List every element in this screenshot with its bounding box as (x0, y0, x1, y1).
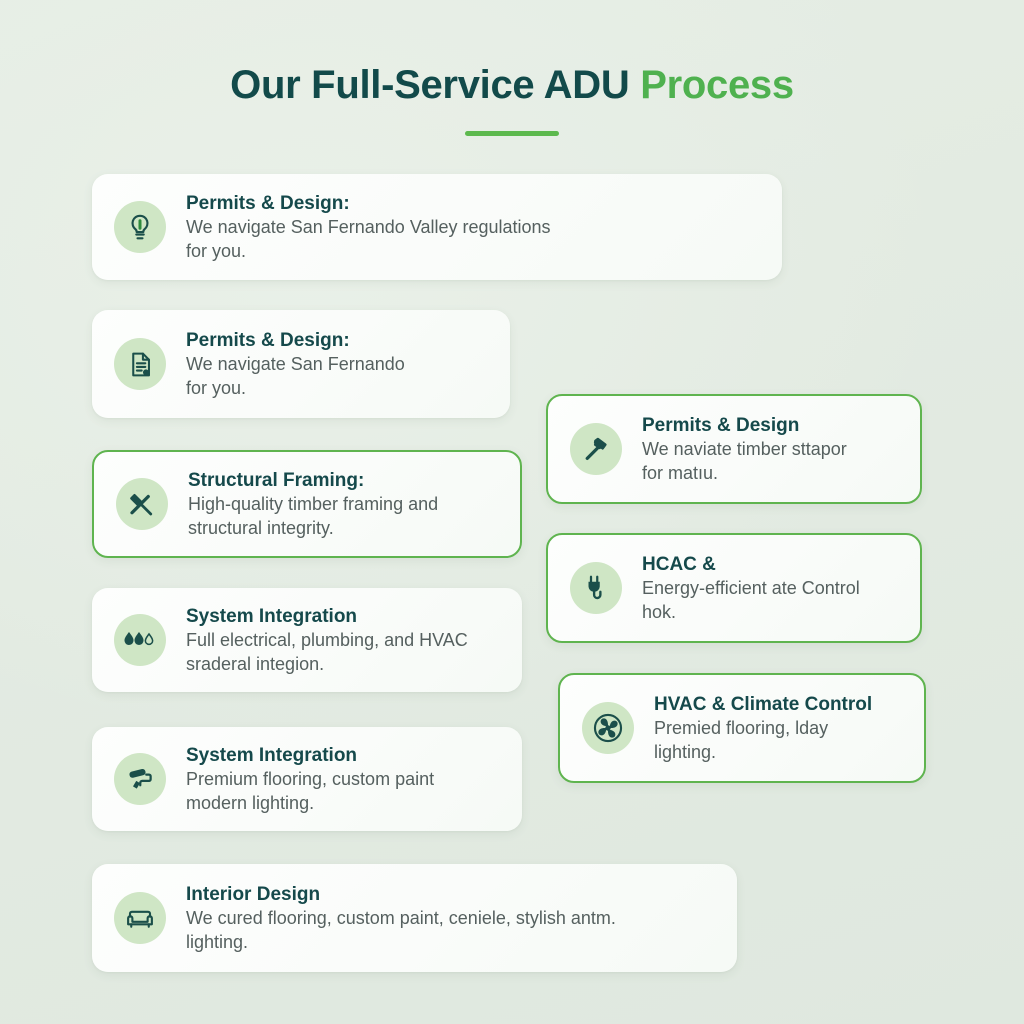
card-title: System Integration (186, 605, 358, 627)
hammer-icon (570, 423, 622, 475)
card-description: Premium flooring, custom paint modern li… (186, 768, 435, 813)
sofa-icon (114, 892, 166, 944)
card-text: Permits & Design We naviate timber sttap… (642, 413, 902, 486)
card-interior-design[interactable]: Interior Design We cured flooring, custo… (92, 864, 737, 972)
card-text: System Integration Full electrical, plum… (186, 604, 504, 677)
document-icon (114, 338, 166, 390)
card-hvac-climate-control[interactable]: HVAC & Climate Control Premied flooring,… (558, 673, 926, 783)
card-description: We naviate timber sttapor for matıu. (642, 438, 847, 483)
card-description: Energy-efficient ate Control hok. (642, 577, 860, 622)
card-system-integration-paint[interactable]: System Integration Premium flooring, cus… (92, 727, 522, 831)
fan-icon (582, 702, 634, 754)
card-permits-design-lightbulb[interactable]: Permits & Design: We navigate San Fernan… (92, 174, 782, 280)
page-header: Our Full-Service ADU Process (0, 62, 1024, 136)
power-plug-icon (570, 562, 622, 614)
card-description: Premied flooring, lday lighting. (654, 717, 829, 762)
card-text: Permits & Design: We navigate San Fernan… (186, 328, 492, 401)
page-title-main: Our Full-Service ADU (230, 63, 641, 107)
card-text: HVAC & Climate Control Premied flooring,… (654, 692, 906, 765)
card-description: We cured flooring, custom paint, ceniele… (186, 907, 616, 952)
paint-roller-icon (114, 753, 166, 805)
card-text: System Integration Premium flooring, cus… (186, 743, 504, 816)
card-permits-design-document[interactable]: Permits & Design: We navigate San Fernan… (92, 310, 510, 418)
card-hcac[interactable]: HCAC & Energy-efficient ate Control hok. (546, 533, 922, 643)
card-title: Permits & Design: (186, 329, 350, 351)
card-title: Permits & Design: (186, 192, 350, 214)
page-title-accent: Process (640, 63, 794, 107)
card-description: We navigate San Fernando for you. (186, 353, 405, 398)
water-drops-icon (114, 614, 166, 666)
card-title: Permits & Design (642, 414, 800, 436)
card-title: Interior Design (186, 883, 321, 905)
card-text: Structural Framing: High-quality timber … (188, 468, 502, 541)
card-title: Structural Framing: (188, 469, 365, 491)
card-description: High-quality timber framing and structur… (188, 493, 439, 538)
card-title: System Integration (186, 744, 358, 766)
card-description: Full electrical, plumbing, and HVAC srad… (186, 629, 468, 674)
title-underline-rule (465, 131, 559, 136)
card-text: Interior Design We cured flooring, custo… (186, 882, 719, 955)
hammer-wrench-icon (116, 478, 168, 530)
page-title: Our Full-Service ADU Process (0, 62, 1024, 108)
card-structural-framing[interactable]: Structural Framing: High-quality timber … (92, 450, 522, 558)
card-title: HVAC & Climate Control (654, 693, 873, 715)
card-description: We navigate San Fernando Valley regulati… (186, 216, 551, 261)
card-title: HCAC & (642, 553, 716, 575)
card-permits-design-hammer[interactable]: Permits & Design We naviate timber sttap… (546, 394, 922, 504)
lightbulb-icon (114, 201, 166, 253)
card-system-integration-water[interactable]: System Integration Full electrical, plum… (92, 588, 522, 692)
card-text: Permits & Design: We navigate San Fernan… (186, 191, 764, 264)
card-text: HCAC & Energy-efficient ate Control hok. (642, 552, 902, 625)
